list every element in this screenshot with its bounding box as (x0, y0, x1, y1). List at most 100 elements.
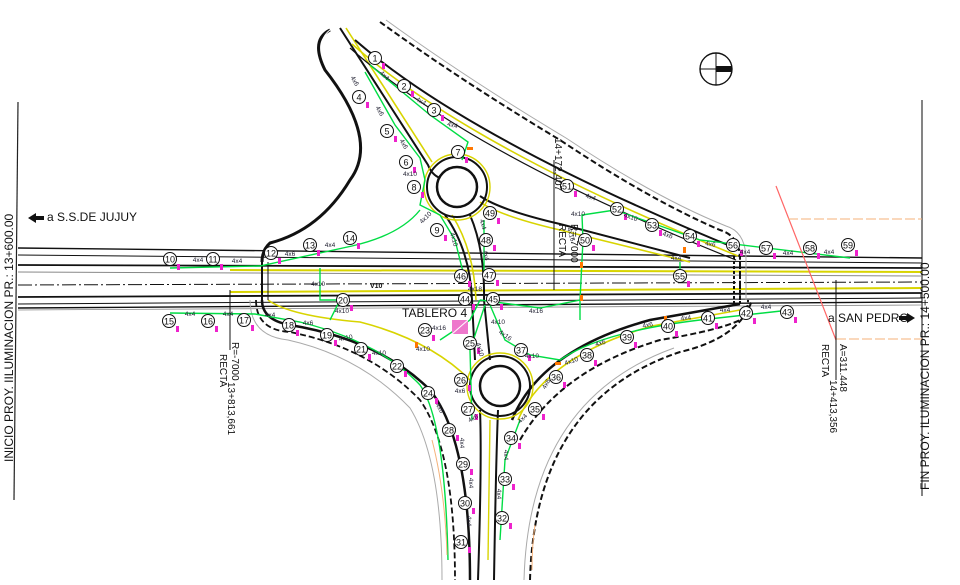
light-pole[interactable]: 38 (580, 348, 594, 362)
pole-marker (444, 235, 447, 241)
cable-section-label: 4x10 (416, 346, 430, 353)
light-pole[interactable]: 33 (498, 472, 512, 486)
pole-marker (472, 508, 475, 514)
light-pole[interactable]: 30 (458, 496, 472, 510)
cable-section-label: 4x4 (740, 249, 751, 256)
light-pole[interactable]: 16 (201, 314, 215, 328)
pole-number-circle (390, 359, 404, 373)
pole-number: 57 (761, 244, 771, 254)
pole-number: 58 (805, 244, 815, 254)
light-pole[interactable]: 17 (237, 313, 251, 327)
light-pole[interactable]: 54 (683, 229, 697, 243)
light-pole[interactable]: 9 (430, 223, 444, 237)
pole-number-circle (482, 268, 496, 282)
pole-number-circle (458, 292, 472, 306)
light-pole[interactable]: 12 (264, 246, 278, 260)
north-curve-station: 14+172,407 (552, 138, 563, 192)
light-pole[interactable]: 11 (206, 252, 220, 266)
pole-number: 31 (456, 538, 466, 548)
light-pole[interactable]: 57 (759, 241, 773, 255)
pole-number: 39 (622, 333, 632, 343)
light-pole[interactable]: 36 (549, 370, 563, 384)
light-pole[interactable]: 6 (399, 155, 413, 169)
light-pole[interactable]: 46 (454, 269, 468, 283)
pole-number-circle (407, 180, 421, 194)
pole-number: 27 (463, 405, 473, 415)
light-pole[interactable]: 45 (486, 292, 500, 306)
light-pole[interactable]: 53 (645, 218, 659, 232)
light-pole[interactable]: 48 (479, 233, 493, 247)
pole-marker (382, 63, 385, 69)
light-pole[interactable]: 35 (528, 402, 542, 416)
light-pole[interactable]: 7 (451, 145, 465, 159)
light-pole[interactable]: 1 (368, 51, 382, 65)
light-pole[interactable]: 44 (458, 292, 472, 306)
cable-section-label: 4x4 (671, 255, 682, 262)
cable-section-label: 4x10 (335, 308, 349, 315)
pole-number: 43 (782, 308, 792, 318)
light-pole[interactable]: 39 (620, 330, 634, 344)
light-pole[interactable]: 42 (739, 306, 753, 320)
light-pole[interactable]: 13 (303, 238, 317, 252)
light-pole[interactable]: 49 (483, 206, 497, 220)
cable-section-label: 4x6 (467, 413, 480, 424)
light-pole[interactable]: 27 (461, 402, 475, 416)
light-pole[interactable]: 20 (336, 293, 350, 307)
light-pole[interactable]: 40 (661, 319, 675, 333)
light-pole[interactable]: 15 (162, 314, 176, 328)
light-pole[interactable]: 22 (390, 359, 404, 373)
light-pole[interactable]: 4 (352, 90, 366, 104)
pole-number: 25 (465, 339, 475, 349)
light-pole[interactable]: 58 (803, 241, 817, 255)
light-pole[interactable]: 8 (407, 180, 421, 194)
light-pole[interactable]: 59 (841, 238, 855, 252)
pole-marker (509, 523, 512, 529)
light-pole[interactable]: 41 (701, 311, 715, 325)
cable-section-label: 4x4 (232, 258, 243, 265)
light-pole[interactable]: 18 (282, 318, 296, 332)
cable-section-label: 4x16 (432, 325, 446, 332)
light-pole[interactable]: 34 (504, 431, 518, 445)
light-pole[interactable]: 25 (463, 336, 477, 350)
light-pole[interactable]: 24 (421, 386, 435, 400)
light-pole[interactable]: 29 (456, 457, 470, 471)
light-pole[interactable]: 3 (427, 103, 441, 117)
light-pole[interactable]: 43 (780, 305, 794, 319)
light-pole[interactable]: 23 (418, 323, 432, 337)
light-pole[interactable]: 55 (673, 269, 687, 283)
light-pole[interactable]: 19 (320, 328, 334, 342)
light-pole[interactable]: 2 (397, 79, 411, 93)
light-pole[interactable]: 47 (482, 268, 496, 282)
light-pole[interactable]: 51 (560, 179, 574, 193)
pole-number-circle (162, 314, 176, 328)
tablero-panel[interactable] (451, 319, 469, 335)
pole-number-circle (580, 348, 594, 362)
light-pole[interactable]: 37 (514, 343, 528, 357)
light-pole[interactable]: 21 (354, 342, 368, 356)
pole-number-circle (237, 313, 251, 327)
light-pole[interactable]: 50 (578, 233, 592, 247)
pole-number-circle (560, 179, 574, 193)
cable-section-label: 4x6 (434, 402, 445, 415)
light-pole[interactable]: 26 (454, 373, 468, 387)
pole-number-circle (620, 330, 634, 344)
light-pole[interactable]: 31 (454, 535, 468, 549)
light-pole[interactable]: 10 (163, 252, 177, 266)
pole-number-circle (645, 218, 659, 232)
pole-number: 23 (420, 326, 430, 336)
pole-marker (594, 360, 597, 366)
light-pole[interactable]: 28 (442, 423, 456, 437)
cable-section-label: 4x10 (403, 171, 417, 178)
light-pole[interactable]: 5 (380, 124, 394, 138)
light-pole[interactable]: 52 (610, 202, 624, 216)
pole-marker (624, 214, 627, 220)
pole-marker (497, 218, 500, 224)
pole-number-circle (759, 241, 773, 255)
pole-number: 4 (356, 93, 361, 103)
cable-section-label: 4x4 (223, 311, 234, 318)
pole-number-circle (163, 252, 177, 266)
light-pole[interactable]: 56 (726, 238, 740, 252)
light-pole[interactable]: 32 (495, 511, 509, 525)
light-pole[interactable]: 14 (343, 231, 357, 245)
